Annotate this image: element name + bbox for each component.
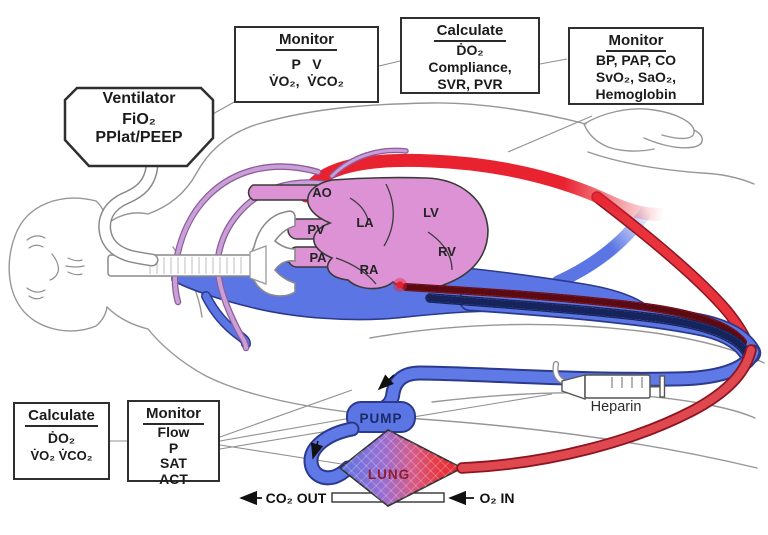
- calculate-top-line: ḊO₂: [456, 42, 484, 58]
- monitor-bottom-box: Monitor Flow P SAT ACT: [127, 400, 220, 486]
- vena-cava-fading-band: [551, 205, 653, 289]
- label-lung: LUNG: [368, 467, 410, 482]
- calculate-bottom-title: Calculate: [25, 407, 98, 427]
- ventilator-title: Ventilator: [102, 90, 176, 107]
- circuit-drainage-tube: [368, 344, 761, 418]
- monitor-right-line: Hemoglobin: [595, 86, 677, 102]
- label-o2-in: O₂ IN: [480, 490, 515, 506]
- face-features: [26, 235, 85, 300]
- head-outline: [8, 197, 97, 332]
- cannula-jet-dot: [393, 278, 407, 292]
- calculate-bottom-line: V̇O₂ V̇CO₂: [30, 448, 93, 463]
- pump-to-lung-tube: [303, 421, 360, 486]
- label-la: LA: [356, 215, 374, 230]
- heart-shape: [306, 176, 489, 291]
- monitor-top-line: V̇O₂, V̇CO₂: [269, 73, 344, 89]
- ventilator-line: PPlat/PEEP: [95, 129, 183, 146]
- monitor-bottom-line: Flow: [157, 424, 190, 440]
- label-pv: PV: [307, 222, 325, 237]
- flow-arrow-1: [377, 374, 395, 391]
- ventilator-tube: [98, 159, 159, 267]
- calculate-top-line: SVR, PVR: [437, 76, 503, 92]
- monitor-right-line: SvO₂, SaO₂,: [595, 69, 677, 85]
- monitor-bottom-line: P: [168, 439, 179, 456]
- monitor-bottom-title: Monitor: [143, 405, 204, 425]
- monitor-top-line: P V: [291, 56, 322, 72]
- label-ra: RA: [360, 262, 379, 277]
- label-ao: AO: [312, 185, 332, 200]
- flow-arrow-2: [310, 440, 324, 460]
- calculate-bottom-line: ḊO₂: [47, 430, 76, 446]
- monitor-bottom-line: SAT: [160, 455, 187, 471]
- calculate-bottom-box: Calculate ḊO₂ V̇O₂ V̇CO₂: [13, 402, 110, 480]
- drainage-cannula-blue: [425, 293, 751, 357]
- calculate-top-title: Calculate: [433, 22, 507, 42]
- monitor-right-title: Monitor: [605, 32, 667, 52]
- calculate-top-line: Compliance,: [428, 59, 512, 75]
- ventilator-line: FiO₂: [122, 111, 156, 128]
- label-co2-out: CO₂ OUT: [266, 490, 327, 506]
- monitor-bottom-line: ACT: [159, 470, 188, 487]
- ventilator-box: Ventilator FiO₂ PPlat/PEEP: [63, 86, 215, 168]
- label-pa: PA: [309, 250, 327, 265]
- hand-outline: [583, 108, 703, 152]
- circuit-return-tube: [456, 344, 757, 474]
- pump-chamber: [346, 401, 416, 433]
- upper-leg-line: [369, 323, 765, 364]
- monitor-top-title: Monitor: [276, 31, 337, 51]
- monitor-right-box: Monitor BP, PAP, CO SvO₂, SaO₂, Hemoglob…: [568, 27, 704, 105]
- label-pump: PUMP: [359, 411, 402, 426]
- monitor-right-line: BP, PAP, CO: [595, 52, 677, 68]
- label-heparin: Heparin: [591, 399, 642, 415]
- heart-chamber-dividers: [335, 183, 453, 285]
- monitor-top-box: Monitor P V V̇O₂, V̇CO₂: [234, 26, 379, 103]
- label-rv: RV: [438, 244, 456, 259]
- calculate-top-box: Calculate ḊO₂ Compliance, SVR, PVR: [400, 17, 540, 94]
- return-cannula-red: [402, 283, 747, 346]
- arm-under-outline: [587, 151, 755, 185]
- torso-top-outline: [147, 102, 587, 215]
- label-lv: LV: [423, 205, 439, 220]
- heparin-syringe: [552, 361, 666, 400]
- ventilator-box-outline: [63, 86, 215, 168]
